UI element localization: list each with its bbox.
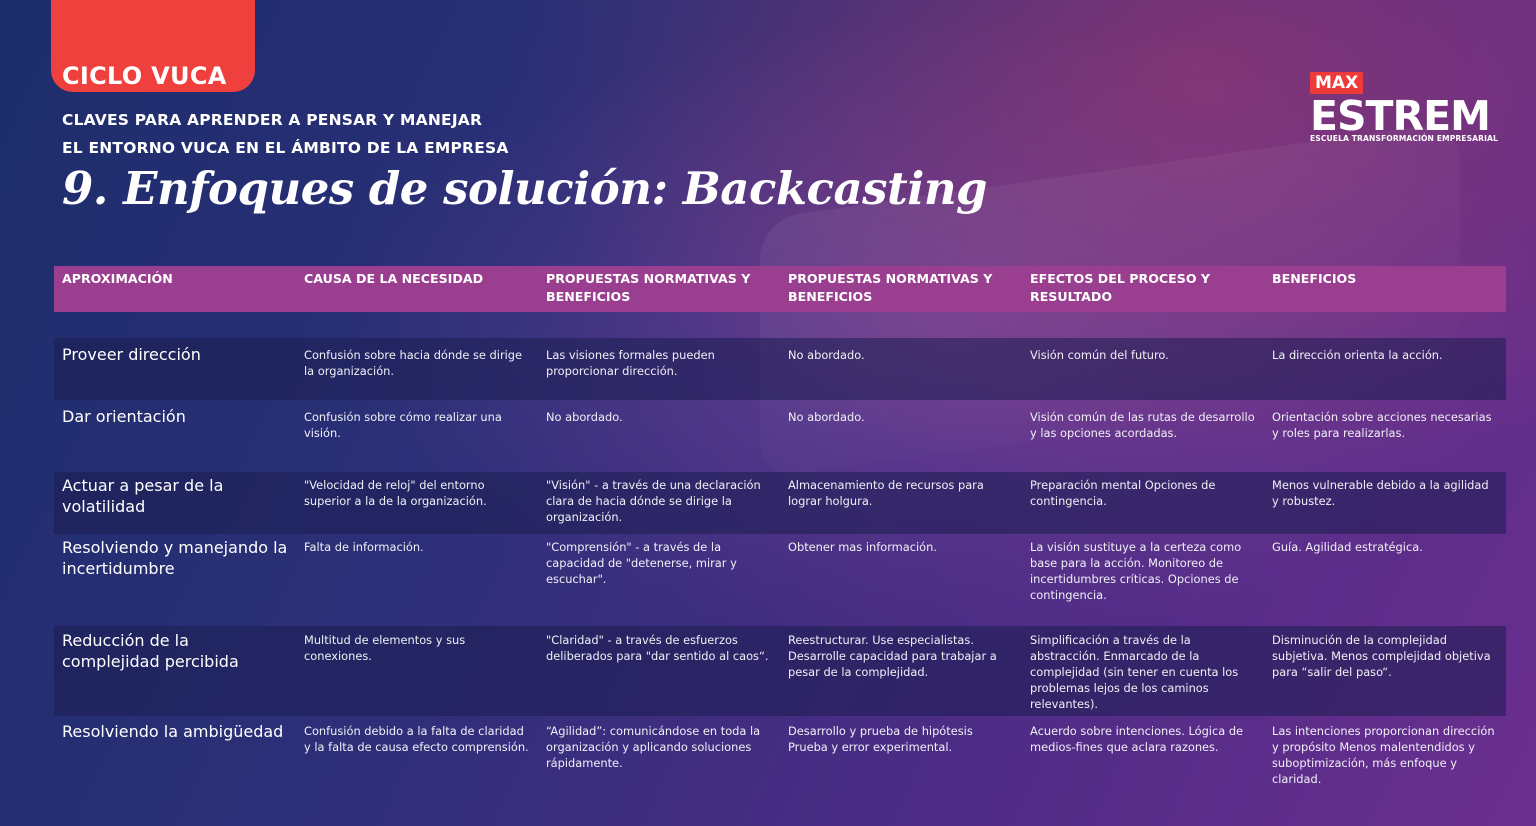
table-cell: Guía. Agilidad estratégica. [1272, 540, 1423, 554]
table-header: APROXIMACIÓN CAUSA DE LA NECESIDAD PROPU… [54, 266, 1506, 312]
column-header: BENEFICIOS [1272, 271, 1357, 286]
table-cell: No abordado. [546, 410, 623, 424]
table-cell: Visión común de las rutas de desarrollo … [1030, 410, 1255, 440]
subtitle-line-2: EL ENTORNO VUCA EN EL ÁMBITO DE LA EMPRE… [62, 139, 509, 157]
logo-max-badge: MAX [1310, 72, 1364, 94]
table-cell: Resolviendo la ambigüedad [62, 722, 284, 741]
table-cell: Disminución de la complejidad subjetiva.… [1272, 633, 1491, 679]
table-cell: Reducción de la complejidad percibida [62, 631, 239, 671]
table-cell: Confusión sobre hacia dónde se dirige la… [304, 348, 523, 378]
table-cell: Preparación mental Opciones de contingen… [1030, 478, 1216, 508]
table-row: Actuar a pesar de la volatilidad "Veloci… [54, 472, 1506, 534]
column-header: PROPUESTAS NORMATIVAS Y BENEFICIOS [788, 271, 993, 304]
table-cell: Almacenamiento de recursos para lograr h… [788, 478, 984, 508]
table-row: Resolviendo la ambigüedad Confusión debi… [54, 716, 1506, 788]
table-cell: La dirección orienta la acción. [1272, 348, 1443, 362]
table-cell: Dar orientación [62, 407, 186, 426]
table-cell: Obtener mas información. [788, 540, 937, 554]
table-cell: "Visión" - a través de una declaración c… [546, 478, 761, 524]
table-cell: “Agilidad”: comunicándose en toda la org… [546, 724, 761, 770]
column-header: APROXIMACIÓN [62, 271, 173, 286]
table-cell: Orientación sobre acciones necesarias y … [1272, 410, 1492, 440]
logo-school-name: ESCUELA TRANSFORMACIÓN EMPRESARIAL [1310, 134, 1498, 143]
table-row: Proveer dirección Confusión sobre hacia … [54, 338, 1506, 400]
section-tag-label: CICLO VUCA [62, 62, 227, 90]
column-header: CAUSA DE LA NECESIDAD [304, 271, 484, 286]
table-cell: La visión sustituye a la certeza como ba… [1030, 540, 1242, 602]
table-cell: "Velocidad de reloj" del entorno superio… [304, 478, 487, 508]
table-cell: No abordado. [788, 410, 865, 424]
table-cell: No abordado. [788, 348, 865, 362]
table-cell: Desarrollo y prueba de hipótesis Prueba … [788, 724, 973, 754]
page-title: 9. Enfoques de solución: Backcasting [62, 162, 988, 215]
brand-logo: MAX ESTREM ESCUELA TRANSFORMACIÓN EMPRES… [1310, 72, 1510, 143]
table-cell: Reestructurar. Use especialistas. Desarr… [788, 633, 997, 679]
table-cell: Multitud de elementos y sus conexiones. [304, 633, 466, 663]
logo-brand-name: ESTREM [1310, 92, 1491, 140]
table-cell: Las intenciones proporcionan dirección y… [1272, 724, 1495, 786]
table-row: Dar orientación Confusión sobre cómo rea… [54, 400, 1506, 472]
table-cell: Confusión sobre cómo realizar una visión… [304, 410, 502, 440]
subtitle: CLAVES PARA APRENDER A PENSAR Y MANEJAR … [62, 106, 509, 162]
table-cell: Menos vulnerable debido a la agilidad y … [1272, 478, 1489, 508]
table-cell: Resolviendo y manejando la incertidumbre [62, 538, 288, 578]
subtitle-line-1: CLAVES PARA APRENDER A PENSAR Y MANEJAR [62, 111, 483, 129]
table-row: Reducción de la complejidad percibida Mu… [54, 626, 1506, 716]
table-cell: "Comprensión" - a través de la capacidad… [546, 540, 737, 586]
table-cell: Proveer dirección [62, 345, 201, 364]
section-tag: CICLO VUCA [51, 0, 255, 92]
table-cell: Visión común del futuro. [1030, 348, 1169, 362]
table-cell: Acuerdo sobre intenciones. Lógica de med… [1030, 724, 1244, 754]
table-cell: Falta de información. [304, 540, 424, 554]
table-cell: Simplificación a través de la abstracció… [1030, 633, 1239, 711]
table-cell: Las visiones formales pueden proporciona… [546, 348, 715, 378]
table-cell: Confusión debido a la falta de claridad … [304, 724, 529, 754]
column-header: EFECTOS DEL PROCESO Y RESULTADO [1030, 271, 1211, 304]
comparison-table: APROXIMACIÓN CAUSA DE LA NECESIDAD PROPU… [54, 266, 1506, 786]
table-row: Resolviendo y manejando la incertidumbre… [54, 534, 1506, 626]
table-cell: Actuar a pesar de la volatilidad [62, 476, 224, 516]
column-header: PROPUESTAS NORMATIVAS Y BENEFICIOS [546, 271, 751, 304]
table-cell: "Claridad" - a través de esfuerzos delib… [546, 633, 769, 663]
